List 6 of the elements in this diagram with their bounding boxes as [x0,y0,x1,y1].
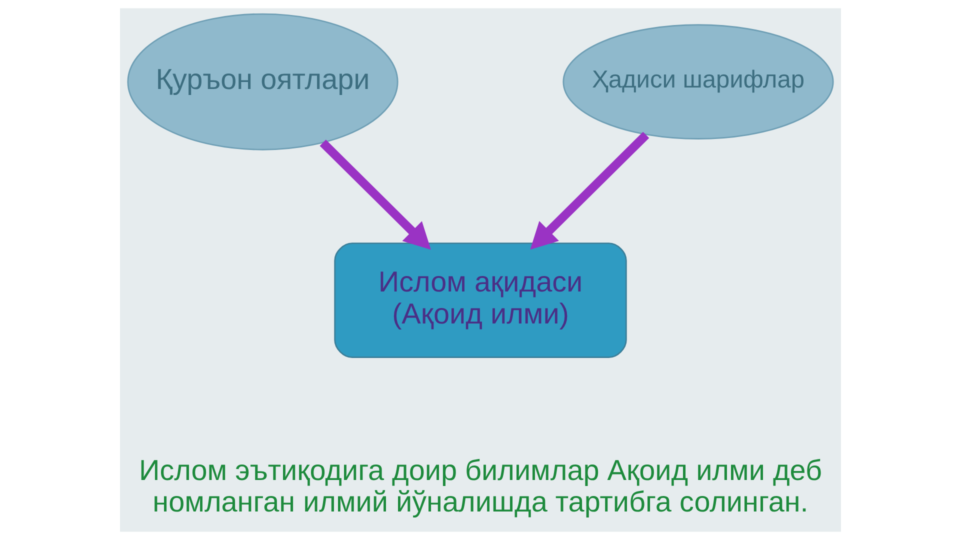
node-ellipse: Ҳадиси шарифлар [562,24,834,140]
arrow [320,140,431,250]
label: Ислом эътиқодига доир билимлар Ақоид илми деб номланган илмий йўналишда тартибга солинган. [139,454,822,519]
node-box: Ислом ақидаси (Ақоид илми) [334,242,627,358]
node-ellipse: Қуръон оятлари [127,13,398,150]
arrow [530,132,650,250]
